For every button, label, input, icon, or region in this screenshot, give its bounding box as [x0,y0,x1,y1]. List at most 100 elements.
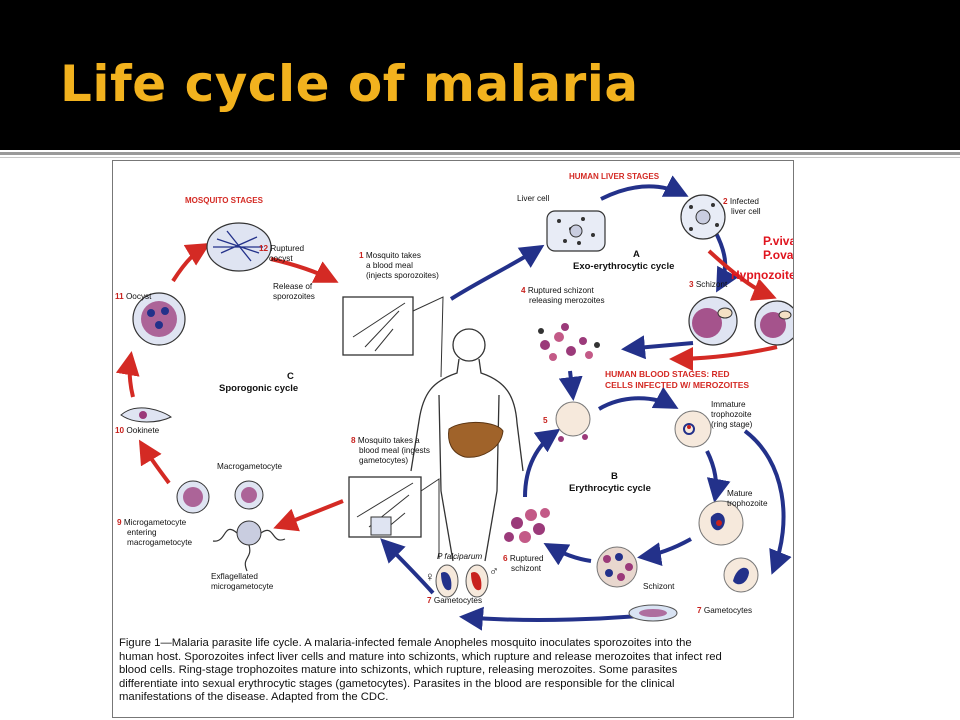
female-symbol: ♀ [425,569,435,584]
stage12-line2: oocyst [269,254,293,263]
stage1-line2: a blood meal [366,261,413,270]
stage9-line2: entering [127,528,157,537]
arrow-gametocytes-to-mosquito [380,538,435,595]
stage5-number: 5 [543,416,548,425]
mosquito-bite-panel-top [342,296,444,378]
malaria-life-cycle-figure: MOSQUITO STAGES HUMAN LIVER STAGES C Spo… [112,160,794,718]
hypnozoite-cell [754,300,793,346]
arrow-hypnozoites-to-blood [669,345,778,371]
arrow-mosquito-to-liver [449,244,545,301]
arrow-schizont-to-ruptured6 [543,543,592,566]
stage6-label: 6 Ruptured [503,554,544,563]
schizont-liver [688,296,738,346]
caption-line: manifestations of the disease. Adapted f… [119,691,389,704]
ookinete [120,407,172,423]
ruptured-schizont-rbc [504,508,550,543]
divider-line-thin [0,157,960,158]
stage4-line2: releasing merozoites [529,296,605,305]
human-figure [410,328,524,562]
exo-erythrocytic-label: Exo-erythrocytic cycle [573,261,674,272]
microgametocyte-macrogametocyte [176,480,286,572]
stage5-rbc [555,401,591,442]
p-falciparum-label: P falciparum [437,552,482,561]
erythrocytic-cycle-label: Erythrocytic cycle [569,483,651,494]
oocyst [132,292,186,346]
gametocyte-crescent-bottom [628,604,678,622]
mosquito-stages-label: MOSQUITO STAGES [185,196,264,205]
human-liver-stages-label: HUMAN LIVER STAGES [569,172,660,181]
arrow-liver-to-infected [600,175,689,201]
arrow-immature-to-mature [705,450,731,503]
arrow-immature-to-gametocytes [743,429,792,575]
stage9-line3: macrogametocyte [127,538,193,547]
liver-cell [546,210,606,252]
liver-organ [448,422,504,458]
stage1-label: 1 Mosquito takes [359,251,421,260]
ery-letter: B [611,471,618,482]
exflagellated-label: Exflagellated [211,572,258,581]
stage2-line2: liver cell [731,207,761,216]
slide-title: Life cycle of malaria [60,55,639,113]
stage8-line2: blood meal (ingests [359,446,430,455]
stage10-label: 10 Ookinete [115,426,160,435]
caption-line: differentiate into sexual erythrocytic s… [119,677,675,690]
title-bar: Life cycle of malaria [0,0,960,150]
ruptured-oocyst [206,222,272,272]
stage8-line3: gametocytes) [359,456,408,465]
stage6-line2: schizont [511,564,542,573]
immature-trophozoite-rbc [674,410,712,448]
exo-letter: A [633,249,640,260]
macrogametocyte-label: Macrogametocyte [217,462,283,471]
stage7-label: 7 Gametocytes [427,596,482,605]
arrow-schizont-to-hypnozoites [707,249,777,301]
gametocyte-rbc-right [723,557,759,593]
stage12-label: 12 Ruptured [259,244,305,253]
sporogonic-letter: C [287,371,294,382]
figure-caption: Figure 1—Malaria parasite life cycle. A … [119,637,787,705]
p-falciparum-gametocytes [435,564,489,598]
divider-line [0,152,960,155]
arrow-5-to-immature [597,386,679,411]
exflagellated-line2: microgametocyte [211,582,274,591]
stage3-label: 3 Schizont [689,280,728,289]
mature-trophozoite-label: Mature [727,489,753,498]
immature-trophozoite-line3: (ring stage) [711,420,753,429]
arrow-mature-to-schizont [637,537,692,567]
arrow-ruptured6-to-5 [523,428,561,498]
stage2-label: 2 Infected [723,197,759,206]
arrow-mosquito-to-micro [273,499,344,532]
male-symbol: ♂ [489,563,499,578]
mosquito-cycle-arrows [115,242,778,532]
arrow-ookinete-to-oocyst [115,351,140,398]
stage4-label: 4 Ruptured schizont [521,286,595,295]
caption-line: human host. Sporozoites infect liver cel… [119,650,722,663]
mosquito-bite-panel-bottom [348,476,440,559]
annotation-p-ovale: P.ovale [763,248,793,262]
caption-line: blood cells. Ring-stage trophozoites mat… [119,664,678,677]
sporogonic-cycle-label: Sporogonic cycle [219,383,298,394]
annotation-p-vivax: P.vivax [763,234,793,248]
stage7-right-label: 7 Gametocytes [697,606,752,615]
mature-trophozoite-line2: trophozoite [727,499,768,508]
stage9-label: 9 Microgametocyte [117,518,187,527]
release-sporozoites-line2: sporozoites [273,292,315,301]
annotation-hypnozoites: Hypnozoites [731,268,793,282]
caption-line: Figure 1—Malaria parasite life cycle. A … [119,637,692,649]
blood-stages-label-2: CELLS INFECTED W/ MEROZOITES [605,380,749,390]
stage8-label: 8 Mosquito takes a [351,436,420,445]
stage1-line3: (injects sporozoites) [366,271,439,280]
stage11-label: 11 Oocyst [115,292,152,301]
schizont-label: Schizont [643,582,675,591]
life-cycle-diagram: MOSQUITO STAGES HUMAN LIVER STAGES C Spo… [115,172,793,631]
schizont-rbc [596,546,638,588]
arrow-oocyst-to-ruptured [171,242,211,283]
infected-liver-cell [680,194,726,240]
mature-trophozoite-rbc [698,500,744,546]
arrow-ruptured-to-mosquito [270,257,339,283]
arrow-schizont-to-ruptured [621,335,694,360]
ruptured-schizont-merozoites [538,323,600,361]
immature-trophozoite-label: Immature [711,400,746,409]
arrow-ruptured-to-stage5 [558,370,583,401]
immature-trophozoite-line2: trophozoite [711,410,752,419]
liver-cell-label: Liver cell [517,194,549,203]
